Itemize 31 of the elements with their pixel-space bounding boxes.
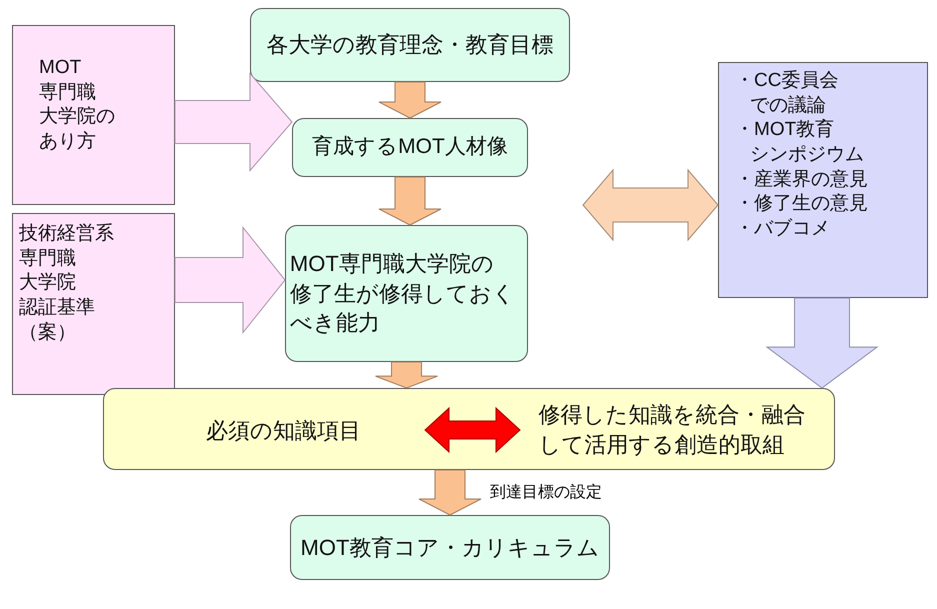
process-box: [285, 225, 528, 362]
edge-label: 到達目標の設定: [490, 482, 602, 502]
process-box: [250, 8, 570, 82]
label-text: MOT専門職大学院のあり方: [39, 56, 116, 154]
label-text: MOT教育コア・カリキュラム: [300, 534, 600, 562]
block-arrow: [378, 82, 442, 119]
label-text: ・MOT教育シンポジウム: [735, 118, 866, 168]
label-text: MOT専門職大学院の修了生が修得しておくべき能力: [290, 250, 516, 338]
label-text: 技術経営系専門職大学院認証基準（案）: [19, 222, 115, 345]
block-arrow: [375, 362, 438, 389]
label-text: ・産業界の意見: [735, 168, 869, 192]
label-text: ・修了生の意見: [735, 192, 869, 216]
label-text: 修得した知識を統合・融合して活用する創造的取組: [538, 401, 806, 459]
label-text: 必須の知識項目: [206, 417, 361, 446]
block-arrow: [582, 168, 719, 242]
input-box: [12, 213, 175, 395]
block-arrow: [378, 176, 442, 226]
label-text: ・バブコメ: [735, 217, 831, 242]
block-arrow: [174, 226, 286, 334]
label-text: ・CC委員会での議論: [735, 69, 840, 118]
process-box: [290, 515, 610, 580]
label-text: 各大学の教育理念・教育目標: [266, 31, 554, 60]
input-box: [12, 25, 175, 205]
block-arrow: [424, 406, 521, 454]
process-box: [292, 118, 528, 177]
block-arrow: [418, 470, 482, 516]
label-text: 育成するMOT人材像: [312, 134, 508, 160]
block-arrow: [766, 298, 878, 389]
group-box: [103, 388, 835, 470]
block-arrow: [174, 72, 293, 172]
input-box: [718, 62, 928, 298]
